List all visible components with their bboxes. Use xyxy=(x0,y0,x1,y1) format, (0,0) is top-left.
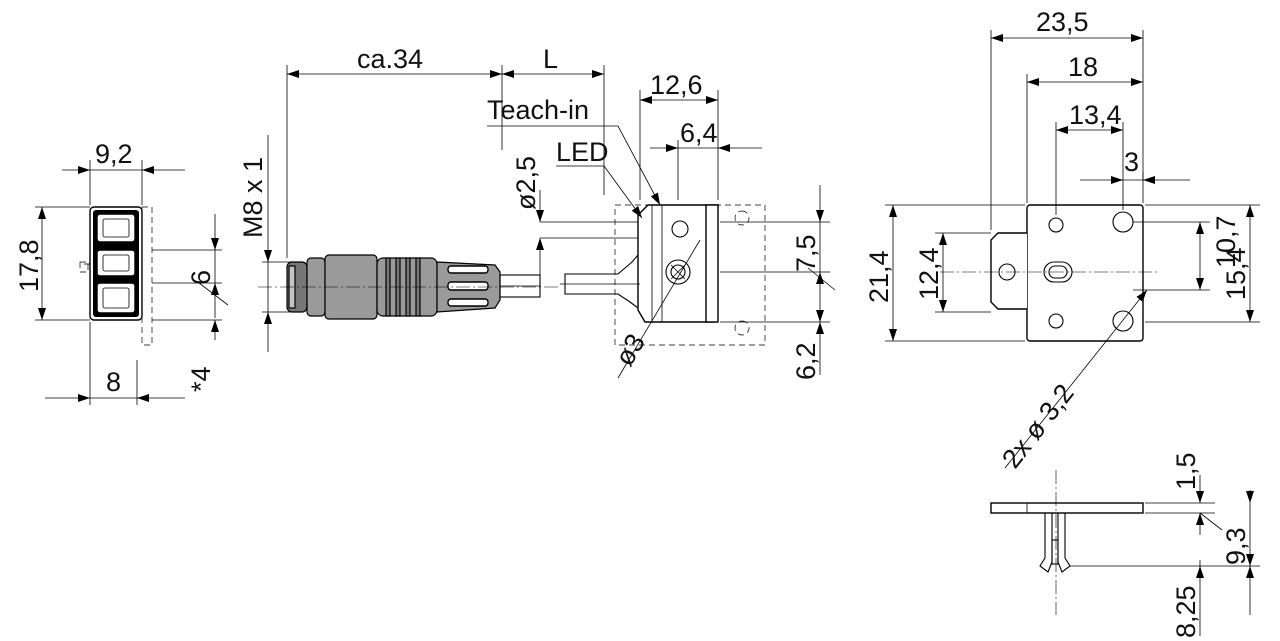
dim-bracket-15-4: 15,4 xyxy=(1221,247,1251,300)
sensor-housing xyxy=(560,204,766,346)
dim-bracket-height: 21,4 xyxy=(864,250,894,303)
dim-bracket-10-7: 10,7 xyxy=(1211,215,1241,268)
dim-front-offset: *4 xyxy=(186,366,216,392)
dim-bracket-3: 3 xyxy=(1124,147,1139,177)
dim-housing-length: L xyxy=(543,44,558,74)
label-led: LED xyxy=(556,137,609,167)
dim-front-width: 9,2 xyxy=(95,139,133,169)
dim-side-lower: 6,2 xyxy=(791,342,821,380)
front-view-body xyxy=(79,206,153,346)
dim-bracket-18: 18 xyxy=(1068,52,1098,82)
plate-side-view: 1,5 9,3 8,25 xyxy=(990,452,1260,638)
side-view: Teach-in LED 12,6 6,4 ø3 7,5 6,2 xyxy=(487,70,836,380)
bracket-plate xyxy=(990,204,1144,342)
front-view: 9,2 17,8 6 *4 8 xyxy=(14,139,229,405)
label-teach-in: Teach-in xyxy=(487,95,589,125)
dim-front-pitch: 6 xyxy=(186,270,216,285)
dim-front-height: 17,8 xyxy=(14,239,44,292)
dim-plate-8-25: 8,25 xyxy=(1171,585,1201,638)
dim-bracket-width: 23,5 xyxy=(1036,7,1089,37)
mounting-bracket-view: 23,5 18 13,4 3 21,4 12,4 10,7 15,4 2x ø … xyxy=(864,7,1260,474)
dim-side-upper: 7,5 xyxy=(791,234,821,272)
dim-connector-thread: M8 x 1 xyxy=(238,157,268,238)
dim-cable-dia: ø2,5 xyxy=(511,156,541,210)
dim-side-width: 12,6 xyxy=(650,70,703,100)
dim-bracket-13-4: 13,4 xyxy=(1069,100,1122,130)
cable-connector: ca.34 L M8 x 1 ø2,5 xyxy=(238,44,640,352)
plate-profile xyxy=(990,502,1144,573)
dim-cable-length: ca.34 xyxy=(357,44,423,74)
dim-lens-dia: ø3 xyxy=(609,329,651,371)
dim-bracket-holes: 2x ø 3,2 xyxy=(996,378,1080,473)
dim-bracket-12-4: 12,4 xyxy=(914,247,944,300)
dim-front-depth: 8 xyxy=(106,367,121,397)
dim-plate-thickness: 1,5 xyxy=(1171,452,1201,490)
dim-plate-9-3: 9,3 xyxy=(1221,527,1251,565)
dim-side-hole-offset: 6,4 xyxy=(680,118,718,148)
